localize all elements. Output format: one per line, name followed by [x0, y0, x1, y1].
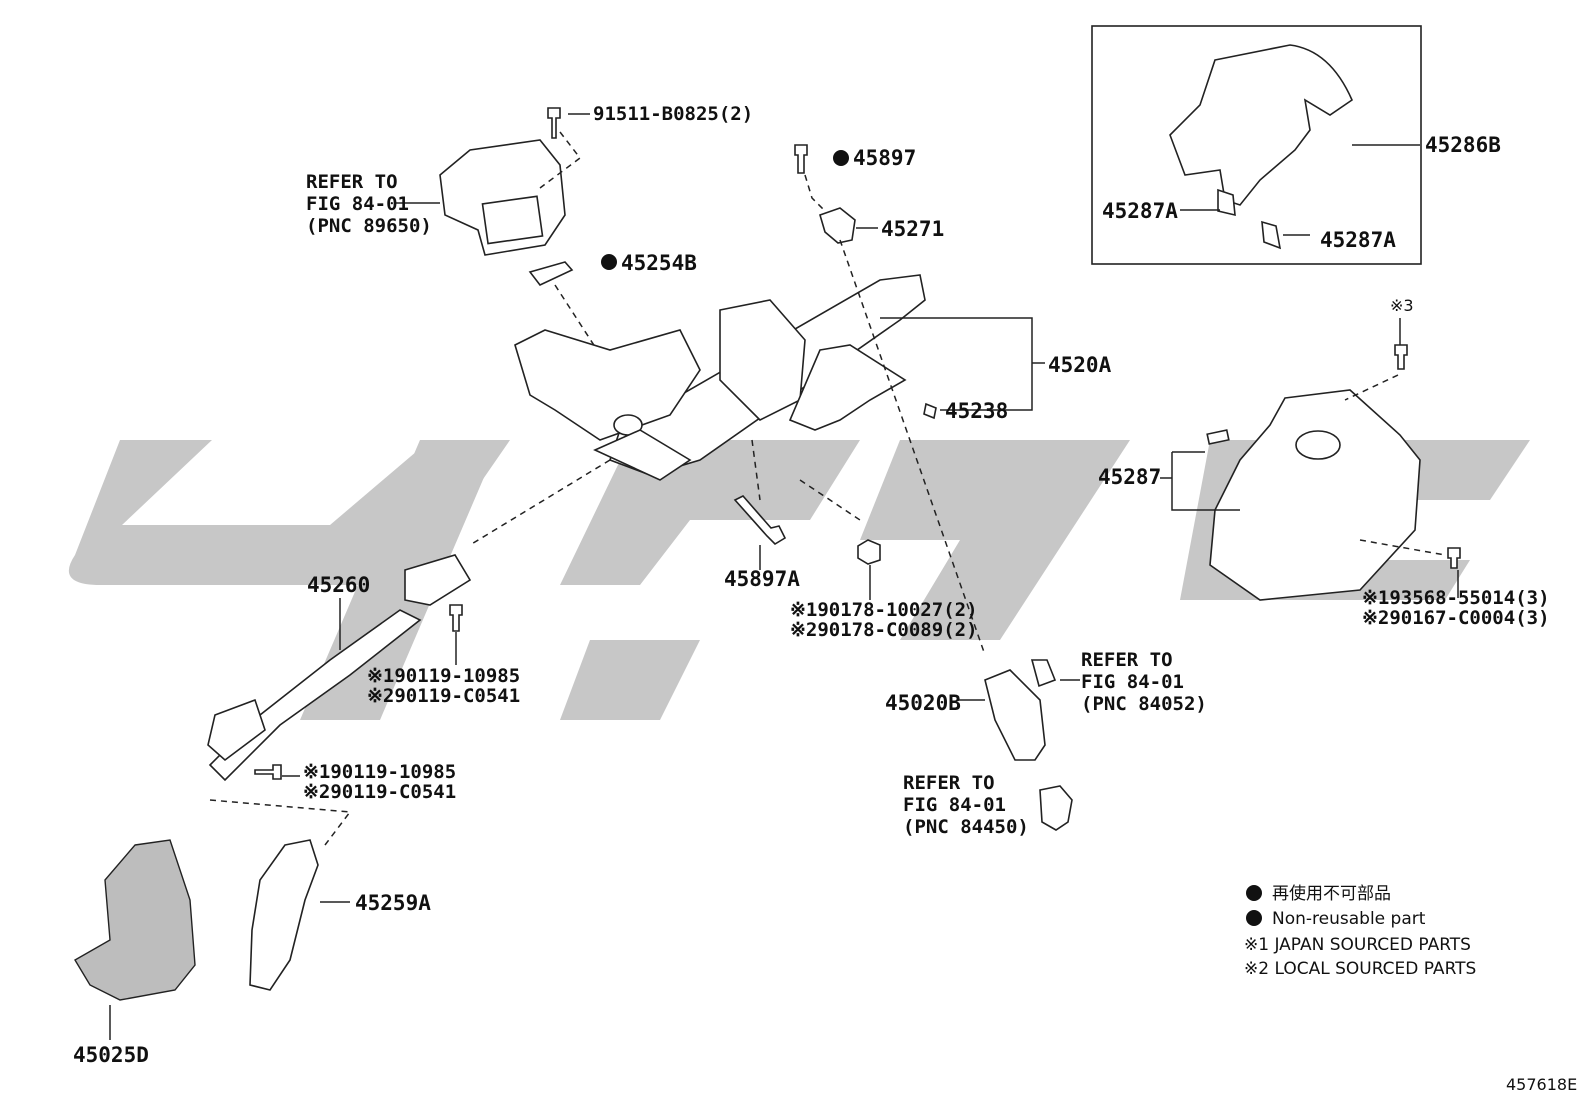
intermediate-shaft: [207, 554, 472, 846]
bracket-45020B: [958, 659, 1080, 831]
refer-line: (PNC 84450): [903, 816, 1029, 838]
cover-45259A: [249, 839, 319, 991]
bolt-90119-lower: [254, 764, 282, 780]
option-line: ※190178-10027(2): [790, 599, 978, 621]
label-45286B: 45286B: [1425, 133, 1501, 157]
boot-45025D: [74, 839, 196, 1001]
ignition-84450: [1039, 785, 1073, 831]
refer-line: FIG 84-01: [306, 193, 409, 215]
legend-item: ※1 JAPAN SOURCED PARTS: [1244, 935, 1471, 955]
label-45254B: 45254B: [621, 251, 697, 275]
option-block-nut: ※190178-10027(2) ※290178-C0089(2): [790, 599, 978, 641]
label-45271: 45271: [881, 217, 944, 241]
option-line: ※290119-C0541: [303, 781, 456, 803]
refer-line: (PNC 84052): [1081, 693, 1207, 715]
option-line: ※290178-C0089(2): [790, 619, 978, 641]
bolt-45897: [794, 144, 808, 174]
cover-group-box: [1091, 25, 1422, 265]
option-line: ※193568-55014(3): [1362, 587, 1550, 609]
switch-84052: [1030, 659, 1057, 688]
option-line: ※290119-C0541: [367, 685, 520, 707]
option-block-lower-bolt: ※190119-10985 ※290119-C0541: [303, 761, 456, 803]
bolt-45897A: [733, 495, 787, 546]
refer-block-84052: REFER TO FIG 84-01 (PNC 84052): [1081, 649, 1207, 715]
steering-column-assembly: [514, 274, 1045, 481]
label-45897A: 45897A: [724, 567, 800, 591]
figure-id: 457618E: [1506, 1075, 1577, 1094]
legend-item: ※2 LOCAL SOURCED PARTS: [1244, 959, 1476, 979]
refer-block-89650: REFER TO FIG 84-01 (PNC 89650): [306, 171, 432, 237]
label-45287A-left: 45287A: [1102, 199, 1178, 223]
non-reusable-marker-45254B: [601, 254, 617, 270]
label-45238: 45238: [945, 399, 1008, 423]
label-4520A: 4520A: [1048, 353, 1112, 377]
refer-line: (PNC 89650): [306, 215, 432, 237]
bolt-90119-joint: [449, 604, 463, 632]
option-block-joint-bolt: ※190119-10985 ※290119-C0541: [367, 665, 520, 707]
label-x3: ※3: [1390, 296, 1414, 315]
screw-93568: [1447, 547, 1461, 569]
legend-item: Non-reusable part: [1272, 909, 1426, 929]
refer-line: REFER TO: [1081, 649, 1173, 671]
legend-bullet: [1246, 910, 1262, 926]
clip-45238: [923, 402, 937, 420]
lower-column-cover: [1160, 318, 1461, 601]
refer-line: FIG 84-01: [1081, 671, 1184, 693]
refer-line: REFER TO: [903, 772, 995, 794]
lower-cover-parts: [74, 839, 350, 1040]
label-45020B: 45020B: [885, 691, 961, 715]
retainer-45254B: [528, 261, 574, 286]
option-block-cover-screw: ※193568-55014(3) ※290167-C0004(3): [1362, 587, 1550, 629]
clip-45287A-2: [1261, 220, 1282, 250]
legend: 再使用不可部品 Non-reusable part ※1 JAPAN SOURC…: [1244, 883, 1476, 979]
option-line: ※190119-10985: [367, 665, 520, 687]
sensor-unit: [395, 107, 590, 256]
screw-x3: [1394, 344, 1408, 370]
option-line: ※190119-10985: [303, 761, 456, 783]
bolt-91511: [547, 107, 561, 139]
label-45259A: 45259A: [355, 891, 431, 915]
upper-column-cover: [1169, 44, 1354, 206]
non-reusable-marker-45897: [833, 150, 849, 166]
legend-bullet: [1246, 885, 1262, 901]
legend-item: 再使用不可部品: [1272, 883, 1391, 904]
label-45025D: 45025D: [73, 1043, 149, 1067]
refer-block-84450: REFER TO FIG 84-01 (PNC 84450): [903, 772, 1029, 838]
option-line: ※290167-C0004(3): [1362, 607, 1550, 629]
label-45897: 45897: [853, 146, 916, 170]
refer-line: REFER TO: [306, 171, 398, 193]
nut-90178: [857, 539, 881, 565]
label-45287A-right: 45287A: [1320, 228, 1396, 252]
clip-45287A-1: [1217, 188, 1236, 217]
refer-line: FIG 84-01: [903, 794, 1006, 816]
label-45287: 45287: [1098, 465, 1161, 489]
label-91511: 91511-B0825(2): [593, 103, 753, 125]
bracket-45271: [819, 207, 856, 244]
label-45260: 45260: [307, 573, 370, 597]
